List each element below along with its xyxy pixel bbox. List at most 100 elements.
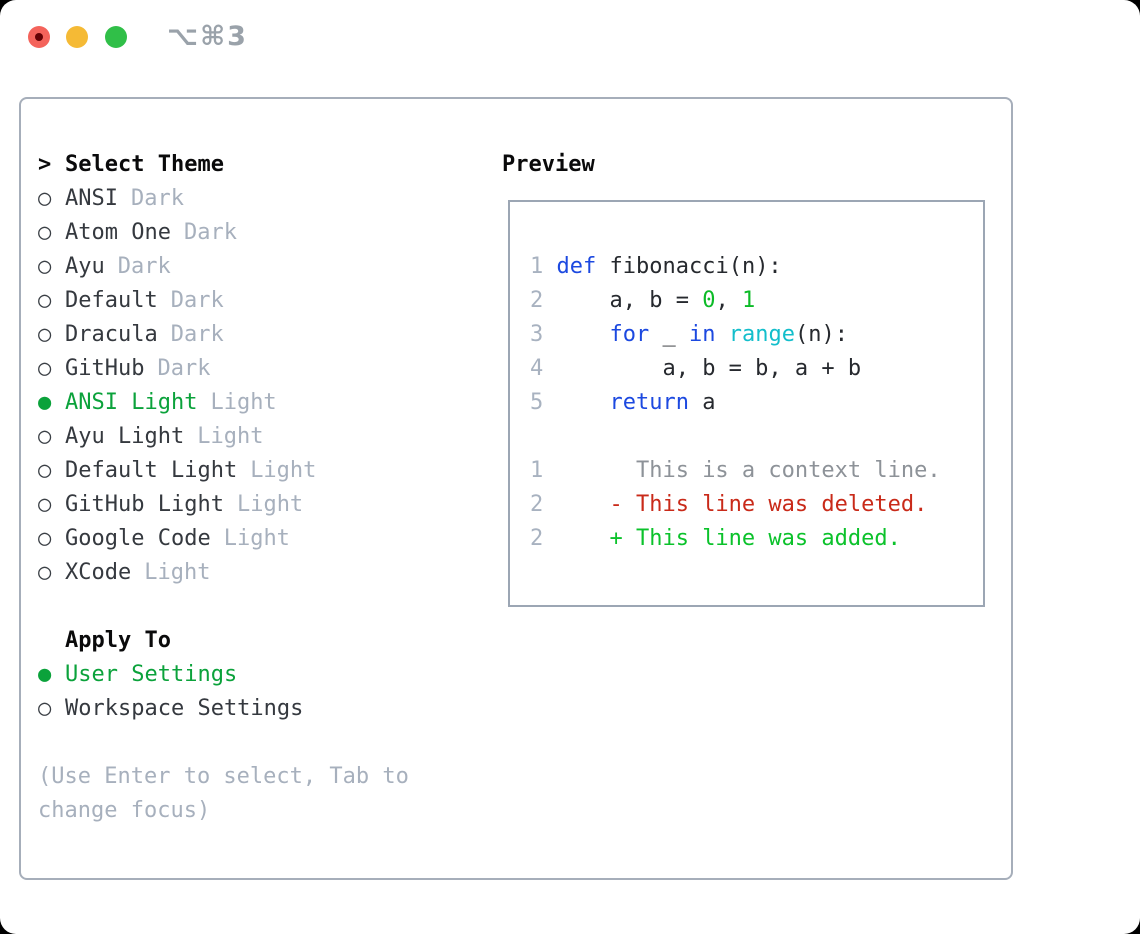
line-number: 4 [530,356,544,381]
line-number: 1 [530,254,544,279]
radio-unselected-icon: ○ [38,356,52,381]
radio-unselected-icon: ○ [38,186,52,211]
theme-tag: Light [223,526,290,551]
theme-option-default-light[interactable]: ○ Default Light Light [38,454,488,488]
apply-option-label: Workspace Settings [65,696,304,721]
apply-option-label: User Settings [65,662,238,687]
line-number: 2 [530,526,544,551]
theme-label: Default [65,288,158,313]
code-token [715,322,728,347]
spacer [38,590,488,624]
theme-label: GitHub Light [65,492,224,517]
code-line: 4 a, b = b, a + b [530,352,983,386]
radio-unselected-icon: ○ [38,560,52,585]
theme-option-dracula-dark[interactable]: ○ Dracula Dark [38,318,488,352]
theme-option-github-light[interactable]: ○ GitHub Light Light [38,488,488,522]
theme-option-ayu-light[interactable]: ○ Ayu Light Light [38,420,488,454]
theme-option-default-dark[interactable]: ○ Default Dark [38,284,488,318]
radio-unselected-icon: ○ [38,322,52,347]
radio-unselected-icon: ○ [38,696,52,721]
prompt-caret-icon: > [38,152,52,177]
radio-unselected-icon: ○ [38,220,52,245]
code-token: return [609,390,689,415]
apply-to-heading: Apply To [38,624,488,658]
code-token: a, b = b, a + b [543,356,862,381]
code-token [543,254,556,279]
apply-option-workspace-settings[interactable]: ○ Workspace Settings [38,692,488,726]
theme-label: XCode [65,560,132,585]
apply-to-title: Apply To [65,628,171,653]
keyboard-hint-line-2: change focus) [38,798,211,823]
close-button[interactable] [28,26,50,48]
code-line: 3 for _ in range(n): [530,318,983,352]
line-number: 3 [530,322,544,347]
code-token: for [609,322,650,347]
theme-label: Ayu Light [65,424,185,449]
line-number: 2 [530,288,544,313]
theme-option-atom-one-dark[interactable]: ○ Atom One Dark [38,216,488,250]
theme-label: Default Light [65,458,238,483]
theme-tag: Dark [183,220,237,245]
select-theme-prompt: >Select Theme [38,148,488,182]
theme-tag: Dark [117,254,171,279]
radio-unselected-icon: ○ [38,254,52,279]
diff-token: This is a context line. [543,458,941,483]
radio-unselected-icon: ○ [38,526,52,551]
theme-tag: Light [197,424,264,449]
code-token: 0 [702,288,716,313]
code-token: 1 [741,288,756,313]
code-token: _ [649,322,689,347]
diff-added-line: 2 + This line was added. [530,522,983,556]
line-number: 5 [530,390,544,415]
theme-tag: Light [210,390,277,415]
radio-selected-icon: ● [38,662,52,687]
radio-unselected-icon: ○ [38,424,52,449]
apply-option-user-settings[interactable]: ● User Settings [38,658,488,692]
diff-context-line: 1 This is a context line. [530,454,983,488]
code-line: 1 def fibonacci(n): [530,250,983,284]
theme-option-ayu-dark[interactable]: ○ Ayu Dark [38,250,488,284]
diff-token: + This line was added. [543,526,901,551]
diff-deleted-line: 2 - This line was deleted. [530,488,983,522]
code-token: , [715,288,742,313]
radio-selected-icon: ● [38,390,52,415]
theme-option-github-dark[interactable]: ○ GitHub Dark [38,352,488,386]
radio-unselected-icon: ○ [38,458,52,483]
code-token: a [688,390,716,415]
theme-tag: Dark [170,322,224,347]
window-title: ⌥⌘3 [167,21,248,52]
theme-label: Atom One [65,220,171,245]
theme-preview-box: 1 def fibonacci(n): 2 a, b = 0, 1 3 for … [508,200,985,607]
code-token: (n): [794,322,848,347]
minimize-button[interactable] [66,26,88,48]
theme-label: GitHub [65,356,145,381]
maximize-button[interactable] [105,26,127,48]
radio-unselected-icon: ○ [38,492,52,517]
theme-tag: Light [144,560,211,585]
theme-label: Ayu [65,254,105,279]
theme-tag: Light [250,458,317,483]
theme-tag: Dark [170,288,224,313]
code-token: def [556,254,597,279]
code-token: in [688,322,716,347]
spacer [530,420,983,454]
theme-option-xcode[interactable]: ○ XCode Light [38,556,488,590]
theme-tag: Dark [157,356,211,381]
theme-label: Dracula [65,322,158,347]
line-number: 2 [530,492,544,517]
code-line: 2 a, b = 0, 1 [530,284,983,318]
code-token [543,322,609,347]
diff-token: - This line was deleted. [543,492,928,517]
theme-tag: Light [236,492,304,517]
code-token: fibonacci(n): [596,254,782,279]
code-token [543,390,609,415]
code-token: range [728,322,795,347]
keyboard-hint-line-1: (Use Enter to select, Tab to [38,764,409,789]
radio-unselected-icon: ○ [38,288,52,313]
